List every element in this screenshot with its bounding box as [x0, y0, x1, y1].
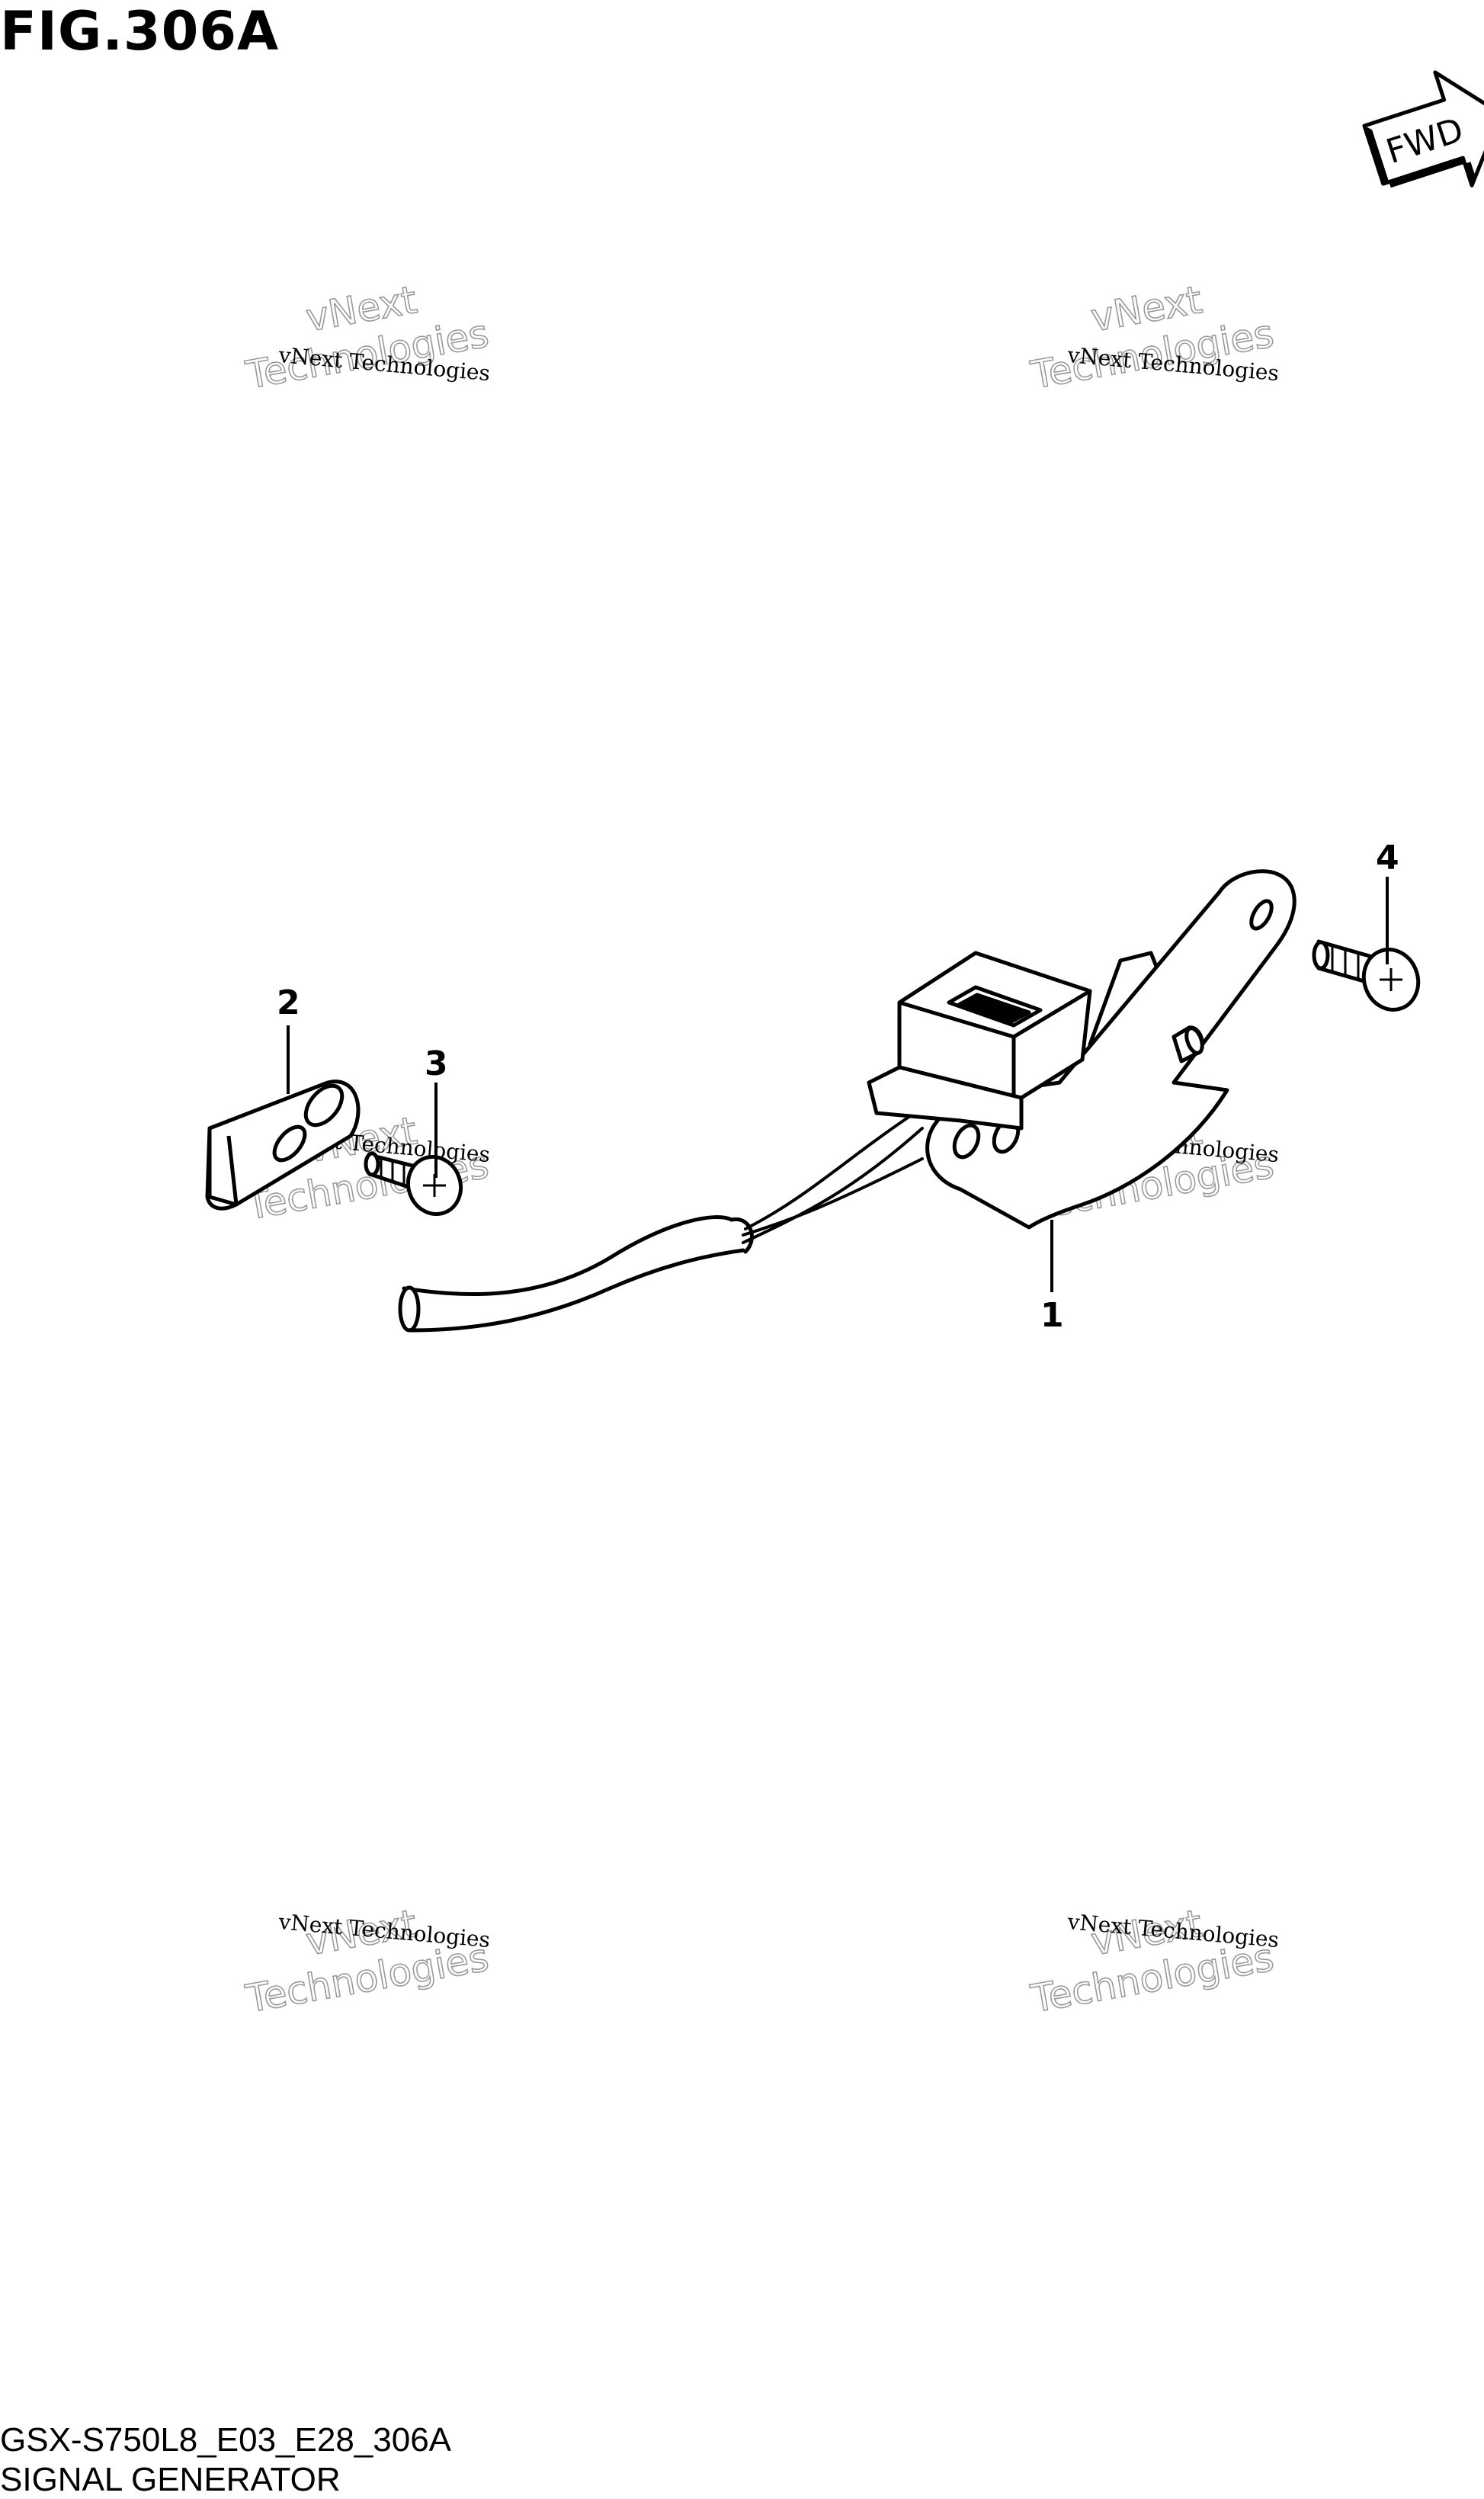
- callout-3: 3: [425, 1044, 448, 1083]
- watermark-bottom-right: vNext Technologies: [1027, 1901, 1277, 2022]
- callout-2: 2: [277, 983, 300, 1022]
- callout-1: 1: [1040, 1296, 1064, 1335]
- figure-name: SIGNAL GENERATOR: [0, 2461, 341, 2498]
- figure-title: FIG.306A: [0, 0, 280, 63]
- part-screw-4: [1312, 939, 1421, 1012]
- watermark-bottom-left: vNext Technologies: [242, 1901, 492, 2022]
- part-signal-generator: [398, 869, 1296, 1333]
- part-screw-3: [364, 1151, 463, 1217]
- fwd-arrow-icon: FWD: [1362, 70, 1484, 188]
- model-code: GSX-S750L8_E03_E28_306A: [0, 2421, 452, 2459]
- part-clamp: [205, 1079, 361, 1211]
- callout-4: 4: [1376, 839, 1399, 877]
- leader-lines: [287, 877, 1389, 1292]
